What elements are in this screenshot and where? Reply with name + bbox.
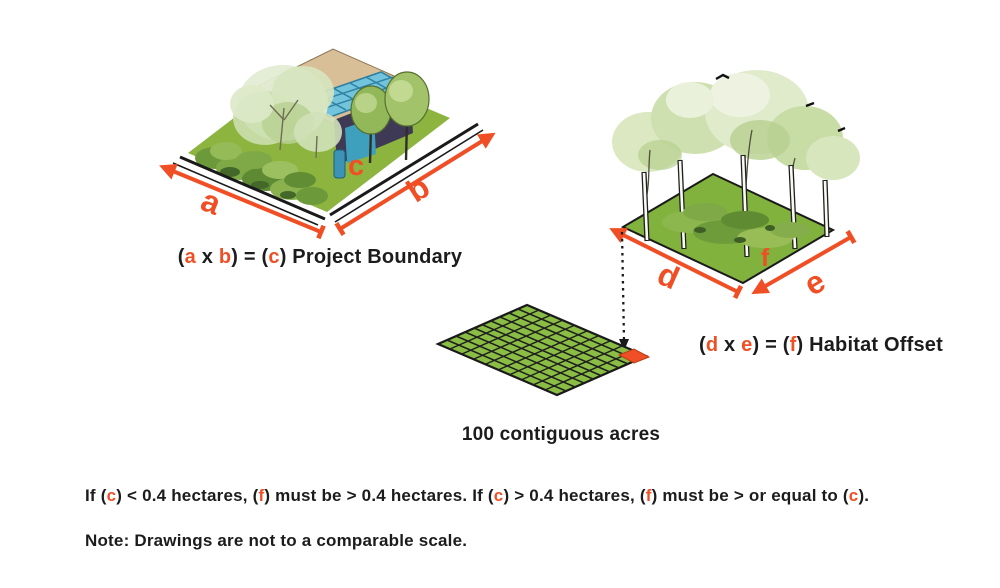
formula-var-d: d	[705, 334, 719, 356]
rule-segment: ) must be > 0.4 hectares. If (	[264, 486, 494, 505]
rule-var-c: c	[493, 486, 504, 505]
formula-equals: ) = (	[752, 334, 790, 356]
rule-segment: ) > 0.4 hectares, (	[503, 486, 646, 505]
formula-times: x	[718, 334, 742, 356]
rule-segment: If (	[85, 486, 107, 505]
formula-paren: (	[177, 246, 185, 268]
dim-label-d: d	[652, 256, 684, 297]
dimension-arrow-d	[613, 230, 738, 292]
formula-times: x	[195, 246, 219, 268]
dimension-arrow-e	[755, 237, 851, 292]
dim-label-a: a	[196, 182, 226, 222]
rule-var-c: c	[106, 486, 117, 505]
formula-equals: ) = (	[231, 246, 269, 268]
formula-var-b: b	[218, 246, 232, 268]
dimension-arrow-b	[340, 135, 492, 229]
habitat-formula: (d x e) = (f) Habitat Offset	[668, 334, 974, 357]
watercolor-tree-cluster	[230, 65, 342, 159]
formula-var-e: e	[741, 334, 753, 356]
rule-segment: ) < 0.4 hectares, (	[116, 486, 259, 505]
acres-grid-lines	[446, 308, 638, 392]
formula-paren: (	[698, 334, 706, 356]
scale-note-text: Note: Drawings are not to a comparable s…	[85, 531, 468, 550]
formula-var-c: c	[268, 246, 280, 268]
rule-var-c: c	[848, 486, 859, 505]
formula-var-a: a	[184, 246, 196, 268]
dimension-arrow-a	[163, 167, 321, 232]
grid-caption: 100 contiguous acres	[461, 424, 661, 445]
dim-label-e: e	[798, 262, 831, 302]
formula-title: ) Habitat Offset	[796, 334, 943, 356]
habitat-tree-trunks	[641, 154, 830, 258]
acres-grid-illustration	[435, 303, 651, 397]
formula-var-f: f	[789, 334, 797, 356]
area-label-f: f	[761, 244, 770, 272]
habitat-offset-illustration: d e f	[612, 70, 860, 351]
area-label-c: c	[348, 150, 364, 182]
rule-var-f: f	[258, 486, 265, 505]
twig-marks	[715, 73, 846, 133]
rule-segment: ) must be > or equal to (	[651, 486, 849, 505]
project-formula: (a x b) = (c) Project Boundary	[135, 246, 505, 269]
offset-acre-cell	[617, 348, 651, 364]
rule-segment: ).	[858, 486, 870, 505]
formula-title: ) Project Boundary	[279, 246, 463, 268]
offset-rule-text: If (c) < 0.4 hectares, (f) must be > 0.4…	[85, 486, 869, 506]
connector-arrowhead	[619, 339, 629, 351]
offset-connector-dotted-line	[620, 231, 626, 341]
rule-var-f: f	[645, 486, 652, 505]
blue-bin	[333, 149, 346, 179]
project-boundary-illustration: a b c	[163, 48, 492, 232]
habitat-tree-canopies	[612, 70, 860, 211]
